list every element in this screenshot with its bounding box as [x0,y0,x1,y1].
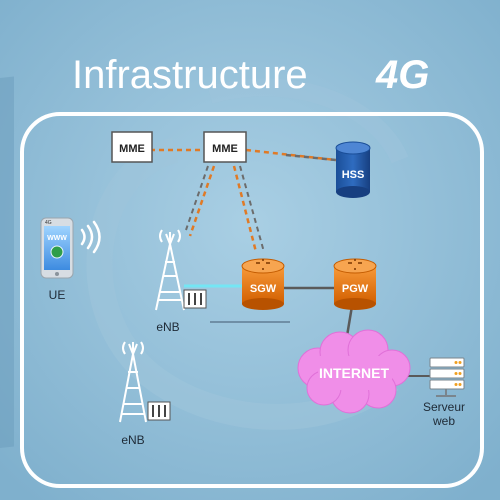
database-cylinder-icon [335,141,371,198]
pgw-label: PGW [342,283,369,295]
mme-box-1 [111,131,153,163]
server-label-line2: web [432,414,455,428]
background-left-bar [0,76,14,450]
wireless-signal-icon [80,220,101,254]
mme-node-2: MME [203,131,247,163]
link-mme-sgw-grey [239,165,265,253]
pgw-node: PGW [333,258,377,310]
server-rack-icon [429,357,465,397]
internet-node: INTERNET [297,329,411,414]
enb-node-1: eNB [155,229,207,334]
enb-label-1: eNB [156,320,179,334]
link-mme-enb-orange [188,165,216,237]
ue-node: 4G WWW UE [40,217,101,302]
mme-label-2: MME [212,143,238,155]
link-mme-enb-grey [185,165,209,231]
router-gateway-icon [241,258,285,310]
phone-carrier: 4G [45,220,52,226]
network-panel [20,112,484,488]
background-swoosh-top [207,78,409,164]
hss-node: HSS [335,141,371,198]
router-gateway-icon-2 [333,258,377,310]
enb-label-2: eNB [121,433,144,447]
title-accent: 4G [375,53,429,97]
cell-tower-icon-2 [119,341,147,423]
title-main: Infrastructure [72,53,308,97]
mme-box-2 [203,131,247,163]
mme-label-1: MME [119,143,145,155]
internet-label: INTERNET [319,365,389,381]
cloud-icon [297,329,411,414]
ue-label: UE [49,288,66,302]
base-station-hardware-icon [183,289,207,309]
hss-label: HSS [342,169,365,181]
title-main-text: Infrastructure [72,53,308,97]
enb-node-2: eNB [119,341,171,447]
sgw-label: SGW [250,283,277,295]
server-node: Serveur web [423,357,465,428]
sgw-node: SGW [241,258,285,310]
cell-tower-icon [155,229,185,311]
phone-screen-text: WWW [47,235,67,242]
base-station-hardware-icon-2 [147,401,171,421]
background-swoosh [86,137,399,430]
server-label-line1: Serveur [423,400,465,414]
link-mme-sgw-orange [232,165,258,253]
mme-node-1: MME [111,131,153,163]
smartphone-icon [40,217,74,279]
